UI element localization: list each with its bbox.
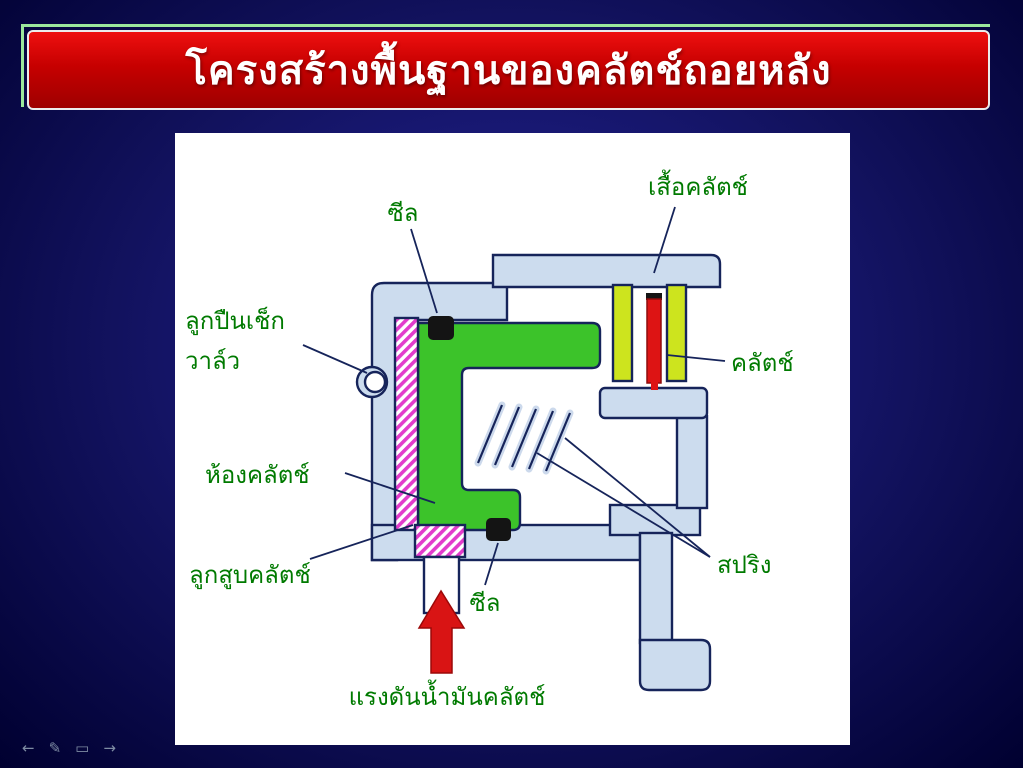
slide-title: โครงสร้างพื้นฐานของคลัตช์ถอยหลัง	[185, 48, 832, 94]
leader-spring-1	[564, 437, 711, 558]
label-spring: สปริง	[717, 551, 772, 579]
label-clutch: คลัตช์	[731, 349, 794, 377]
housing-right-descender	[675, 414, 709, 510]
leader-clutch-cover	[653, 206, 676, 274]
next-slide-button[interactable]: →	[103, 739, 116, 757]
leader-check-valve	[302, 344, 368, 374]
clutch-plate-left	[611, 283, 634, 383]
piston-body	[416, 321, 602, 532]
label-check-valve-line2: วาล์ว	[185, 347, 240, 375]
leader-seal-bottom	[484, 542, 499, 586]
spring-coils	[474, 401, 574, 475]
previous-slide-button[interactable]: ←	[22, 739, 35, 757]
leader-seal-top	[410, 228, 438, 314]
banner-highlight-top	[21, 24, 990, 27]
clutch-cover-arm	[491, 253, 722, 289]
clutch-disc	[646, 298, 662, 384]
leader-spring-2	[536, 452, 711, 558]
label-check-valve-line1: ลูกปืนเช็ก	[185, 306, 285, 336]
pen-tool-button[interactable]: ✎	[48, 739, 62, 757]
clutch-plate-right	[665, 283, 688, 383]
label-seal-bottom: ซีล	[470, 589, 501, 617]
housing-foot	[638, 638, 712, 692]
label-clutch-chamber: ห้องคลัตช์	[205, 461, 310, 489]
leader-clutch-piston	[309, 524, 414, 560]
housing-step-bar	[608, 503, 702, 537]
seal-top-shape	[428, 316, 454, 340]
leader-clutch-chamber	[344, 472, 436, 504]
check-valve-ball	[363, 370, 387, 394]
clutch-disc-stem	[651, 381, 658, 390]
label-oil-pressure: แรงดันน้ำมันคลัตช์	[349, 679, 546, 711]
presenter-toolbar: ← ✎ ▭ →	[22, 741, 116, 756]
oil-pressure-arrow	[417, 589, 466, 674]
title-banner: โครงสร้างพื้นฐานของคลัตช์ถอยหลัง	[27, 30, 990, 110]
clutch-diagram: ซีล เสื้อคลัตช์ ลูกปืนเช็ก วาล์ว คลัตช์ …	[185, 169, 794, 711]
piston-hatched-strip	[393, 316, 420, 532]
label-clutch-piston: ลูกสูบคลัตช์	[189, 561, 311, 590]
slide-menu-button[interactable]: ▭	[75, 739, 90, 757]
label-seal-top: ซีล	[388, 199, 419, 227]
housing-lower-column	[638, 531, 674, 645]
hub-bar	[598, 386, 709, 420]
seal-bottom-shape	[486, 518, 511, 541]
leader-clutch	[666, 354, 726, 362]
diagram-area: ซีล เสื้อคลัตช์ ลูกปืนเช็ก วาล์ว คลัตช์ …	[175, 133, 850, 745]
clutch-disc-cap	[646, 293, 662, 300]
label-clutch-cover: เสื้อคลัตช์	[648, 169, 748, 201]
banner-highlight-left	[21, 24, 24, 107]
piston-hatched-base	[413, 523, 467, 559]
